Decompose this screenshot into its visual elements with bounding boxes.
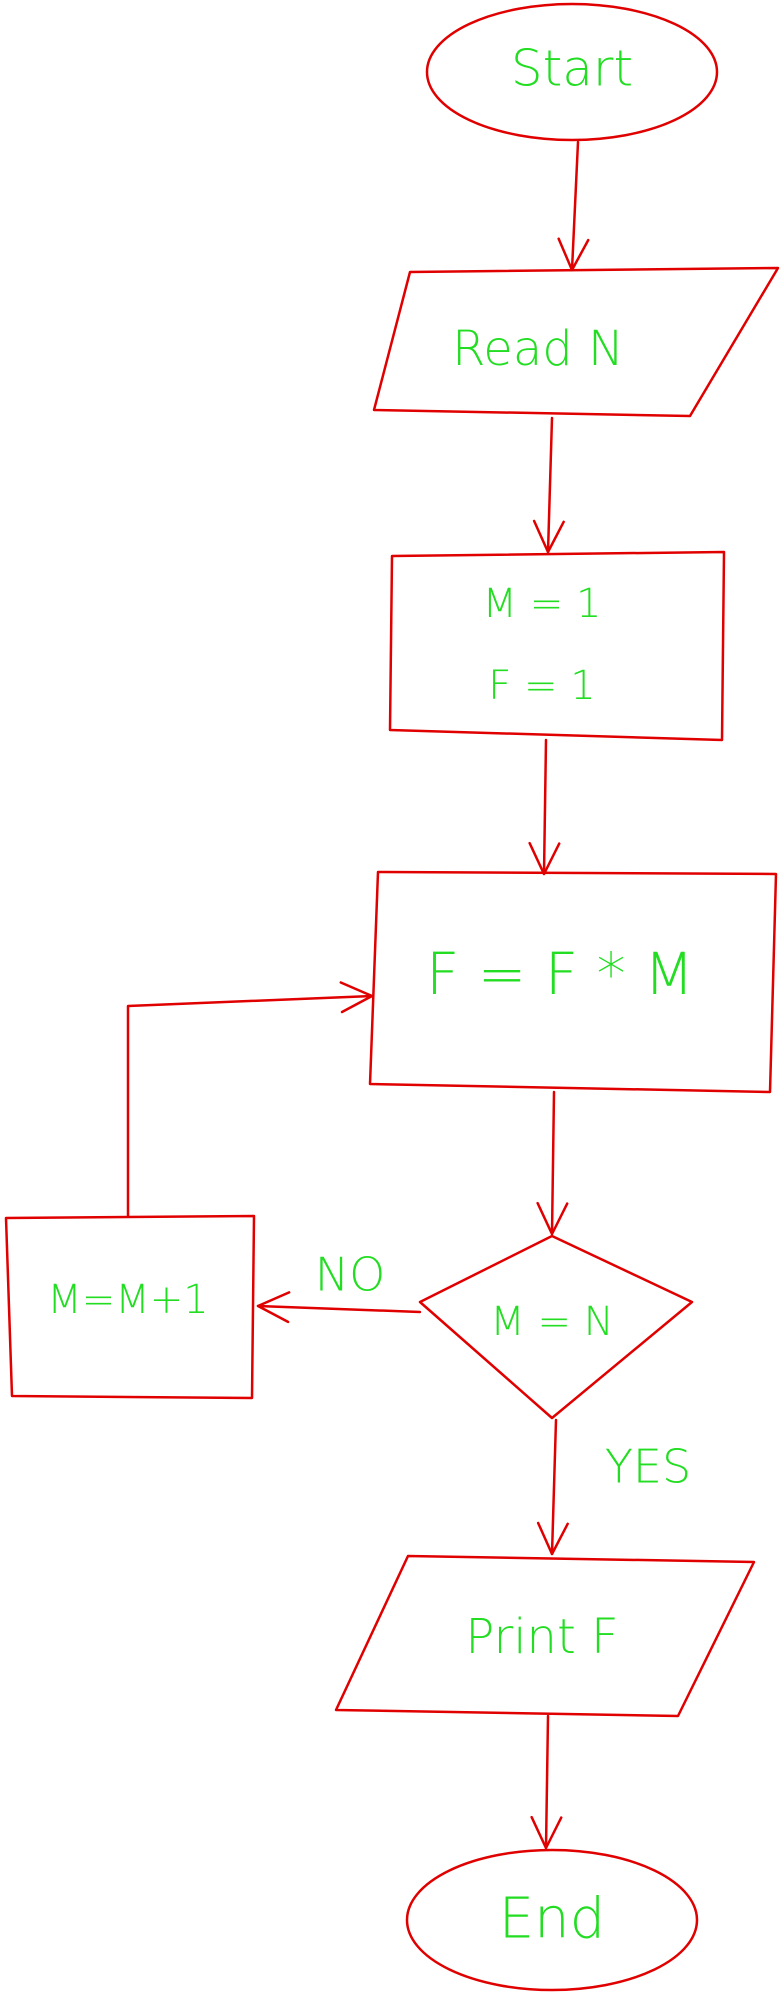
rectangle-shape	[4, 1214, 256, 1400]
terminal-shape	[405, 1848, 699, 1992]
connector-line	[550, 1418, 558, 1556]
connector-line	[546, 416, 554, 554]
node-multiply: F = F * M	[368, 870, 778, 1094]
node-label: Print F	[465, 1609, 618, 1665]
parallelogram-shape	[372, 266, 780, 418]
node-label: M=M+1	[47, 1277, 209, 1323]
connector-line	[550, 1090, 556, 1236]
node-init: M = 1 F = 1	[388, 550, 726, 742]
rectangle-shape	[368, 870, 778, 1094]
edge-label: NO	[315, 1248, 386, 1302]
parallelogram-shape	[334, 1554, 756, 1718]
arrowhead	[536, 1201, 569, 1236]
edge-label: YES	[605, 1440, 691, 1494]
connector-line	[256, 1304, 422, 1314]
node-print: Print F	[334, 1554, 756, 1718]
node-label: Read N	[452, 321, 624, 377]
arrowhead	[530, 1815, 563, 1850]
terminal-shape	[425, 2, 719, 142]
node-label: F = F * M	[426, 940, 694, 1008]
connector-line	[544, 1714, 550, 1850]
edge-increment-to-multiply	[126, 981, 374, 1218]
connector-line	[126, 994, 374, 1218]
node-start: Start	[425, 2, 719, 142]
connector-line	[542, 738, 548, 876]
edge-multiply-to-decision	[536, 1090, 569, 1236]
node-decision: M = N	[418, 1234, 694, 1420]
node-end: End	[405, 1848, 699, 1992]
node-increment: M=M+1	[4, 1214, 256, 1400]
connector-line	[570, 140, 580, 272]
edge-decision-to-increment	[256, 1291, 422, 1324]
diamond-shape	[418, 1234, 694, 1420]
node-label: M = 1	[483, 581, 602, 627]
edge-init-to-multiply	[528, 738, 561, 876]
edge-labels-layer: NO YES	[315, 1248, 692, 1494]
node-label: End	[499, 1886, 605, 1951]
arrowhead	[256, 1291, 291, 1324]
arrowhead	[532, 519, 565, 554]
node-label: F = 1	[488, 663, 595, 709]
node-read: Read N	[372, 266, 780, 418]
edge-read-to-init	[532, 416, 565, 554]
edges-layer	[126, 140, 590, 1850]
node-label: M = N	[490, 1299, 613, 1345]
edge-start-to-read	[557, 140, 590, 272]
arrowhead	[536, 1521, 569, 1556]
rectangle-shape	[388, 550, 726, 742]
edge-print-to-end	[530, 1714, 563, 1850]
arrowhead	[339, 981, 374, 1014]
node-label: Start	[511, 40, 633, 98]
edge-decision-to-print	[536, 1418, 569, 1556]
